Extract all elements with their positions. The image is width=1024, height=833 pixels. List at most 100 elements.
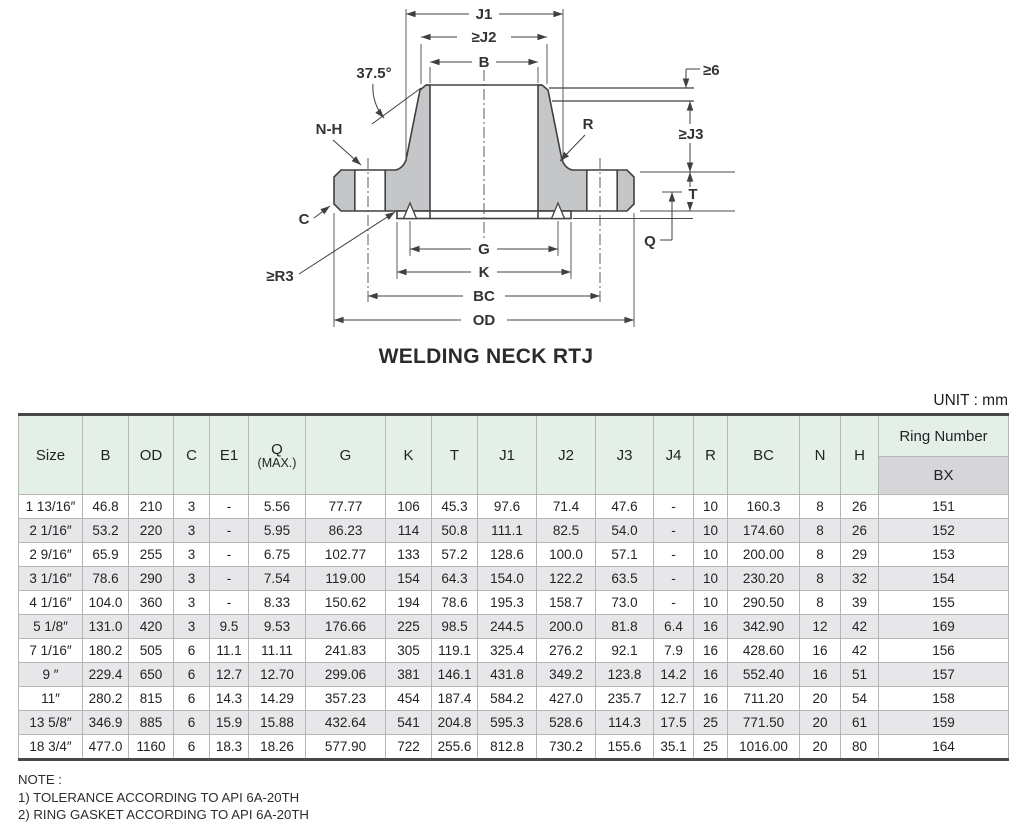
table-cell: 20 bbox=[799, 710, 841, 735]
table-cell: 771.50 bbox=[727, 710, 800, 735]
table-cell: 39 bbox=[840, 590, 879, 615]
table-cell: - bbox=[653, 590, 694, 615]
table-cell: 18 3/4″ bbox=[18, 734, 83, 760]
table-cell: 885 bbox=[128, 710, 174, 735]
dim-label-c: C bbox=[299, 211, 310, 228]
dim-label-ge6: ≥6 bbox=[703, 62, 720, 79]
table-cell: 102.77 bbox=[305, 542, 386, 567]
table-cell: 290 bbox=[128, 566, 174, 591]
table-cell: 16 bbox=[693, 638, 728, 663]
table-cell: 25 bbox=[693, 710, 728, 735]
bolt-hole-right bbox=[586, 170, 618, 211]
column-header-g: G bbox=[305, 414, 386, 495]
table-cell: 255 bbox=[128, 542, 174, 567]
table-cell: 6.4 bbox=[653, 614, 694, 639]
dimension-labels: J1 ≥J2 B 37.5° N-H R ≥6 ≥J3 T Q C ≥R3 G … bbox=[266, 6, 719, 368]
table-cell: 8 bbox=[799, 494, 841, 519]
column-header-c: C bbox=[173, 414, 210, 495]
table-cell: 154.0 bbox=[477, 566, 537, 591]
table-cell: 114.3 bbox=[595, 710, 654, 735]
table-cell: 45.3 bbox=[431, 494, 478, 519]
table-cell: 5.56 bbox=[248, 494, 306, 519]
table-cell: 158 bbox=[878, 686, 1009, 711]
table-cell: 54.0 bbox=[595, 518, 654, 543]
table-cell: 6 bbox=[173, 734, 210, 760]
table-cell: 42 bbox=[840, 638, 879, 663]
table-cell: 35.1 bbox=[653, 734, 694, 760]
dim-label-bc: BC bbox=[473, 288, 495, 305]
table-cell: 174.60 bbox=[727, 518, 800, 543]
table-cell: 7 1/16″ bbox=[18, 638, 83, 663]
table-cell: 123.8 bbox=[595, 662, 654, 687]
table-cell: 220 bbox=[128, 518, 174, 543]
table-cell: 255.6 bbox=[431, 734, 478, 760]
table-cell: 6 bbox=[173, 638, 210, 663]
flange-cross-section bbox=[333, 84, 694, 220]
table-cell: 78.6 bbox=[82, 566, 129, 591]
table-cell: 290.50 bbox=[727, 590, 800, 615]
table-cell: 431.8 bbox=[477, 662, 537, 687]
table-cell: 176.66 bbox=[305, 614, 386, 639]
table-cell: 12.7 bbox=[209, 662, 249, 687]
column-header-r: R bbox=[693, 414, 728, 495]
table-cell: 552.40 bbox=[727, 662, 800, 687]
column-header-n: N bbox=[799, 414, 841, 495]
table-cell: 360 bbox=[128, 590, 174, 615]
table-cell: 3 bbox=[173, 614, 210, 639]
column-header-ring-number: Ring Number bbox=[878, 414, 1009, 457]
table-cell: 11.11 bbox=[248, 638, 306, 663]
table-cell: - bbox=[653, 494, 694, 519]
dim-label-q: Q bbox=[644, 233, 656, 250]
table-cell: 114 bbox=[385, 518, 432, 543]
unit-label: UNIT : mm bbox=[933, 392, 1008, 409]
table-cell: 71.4 bbox=[536, 494, 596, 519]
table-cell: 3 bbox=[173, 542, 210, 567]
table-cell: 5.95 bbox=[248, 518, 306, 543]
ring-groove-left bbox=[402, 201, 418, 220]
table-cell: 122.2 bbox=[536, 566, 596, 591]
table-cell: 53.2 bbox=[82, 518, 129, 543]
note-line: 2) RING GASKET ACCORDING TO API 6A-20TH bbox=[18, 807, 309, 822]
table-cell: 1016.00 bbox=[727, 734, 800, 760]
table-cell: 100.0 bbox=[536, 542, 596, 567]
table-cell: 20 bbox=[799, 686, 841, 711]
table-cell: 26 bbox=[840, 494, 879, 519]
table-cell: 230.20 bbox=[727, 566, 800, 591]
table-cell: 160.3 bbox=[727, 494, 800, 519]
table-cell: 42 bbox=[840, 614, 879, 639]
table-cell: 200.0 bbox=[536, 614, 596, 639]
table-cell: 50.8 bbox=[431, 518, 478, 543]
table-cell: 204.8 bbox=[431, 710, 478, 735]
table-cell: 200.00 bbox=[727, 542, 800, 567]
table-cell: 420 bbox=[128, 614, 174, 639]
table-cell: 711.20 bbox=[727, 686, 800, 711]
table-cell: - bbox=[209, 590, 249, 615]
table-cell: 812.8 bbox=[477, 734, 537, 760]
table-cell: - bbox=[653, 566, 694, 591]
table-cell: 10 bbox=[693, 518, 728, 543]
table-cell: 10 bbox=[693, 590, 728, 615]
table-cell: 6 bbox=[173, 710, 210, 735]
table-cell: 97.6 bbox=[477, 494, 537, 519]
note-line: 1) TOLERANCE ACCORDING TO API 6A-20TH bbox=[18, 789, 300, 805]
column-header-h: H bbox=[840, 414, 879, 495]
table-cell: 158.7 bbox=[536, 590, 596, 615]
table-cell: 63.5 bbox=[595, 566, 654, 591]
table-cell: 6 bbox=[173, 686, 210, 711]
dim-label-r3: ≥R3 bbox=[266, 268, 293, 285]
table-cell: 5 1/8″ bbox=[18, 614, 83, 639]
table-cell: 111.1 bbox=[477, 518, 537, 543]
table-cell: 153 bbox=[878, 542, 1009, 567]
table-cell: 4 1/16″ bbox=[18, 590, 83, 615]
table-cell: 8 bbox=[799, 590, 841, 615]
table-cell: 195.3 bbox=[477, 590, 537, 615]
table-cell: 16 bbox=[799, 638, 841, 663]
table-cell: 7.9 bbox=[653, 638, 694, 663]
table-cell: 8 bbox=[799, 542, 841, 567]
